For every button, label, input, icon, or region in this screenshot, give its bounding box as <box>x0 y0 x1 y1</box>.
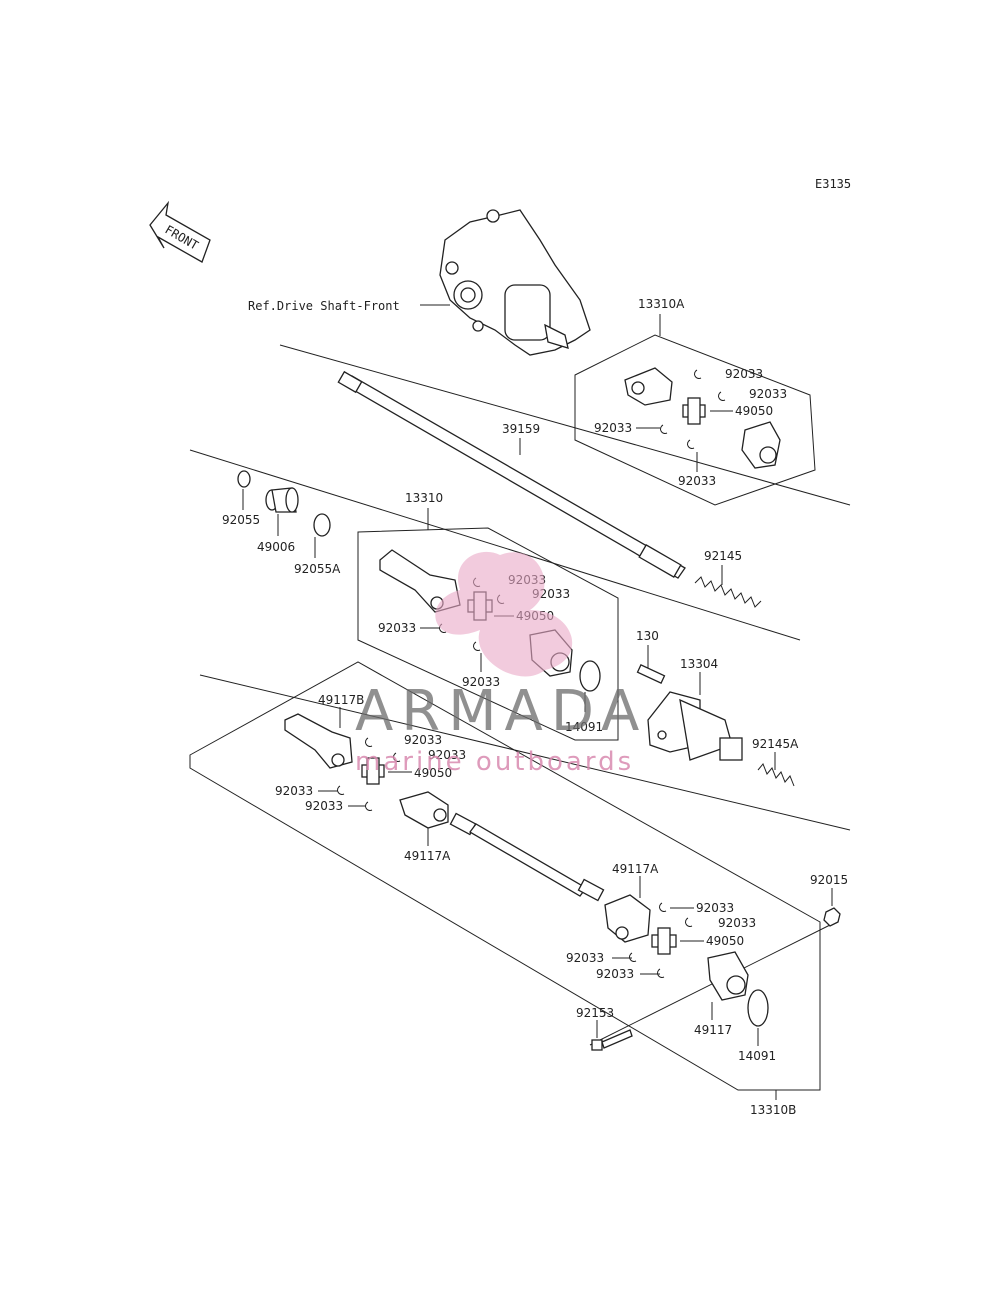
circlip-icon <box>657 968 665 978</box>
label-92033: 92033 <box>404 733 442 747</box>
label-92055A: 92055A <box>294 562 341 576</box>
o-ring-92055 <box>237 470 251 488</box>
cross-joint-49117B <box>361 757 385 785</box>
circlip-icon <box>718 391 726 401</box>
circlip-icon <box>337 785 345 795</box>
boot-49006 <box>265 487 299 513</box>
circlip-icon <box>473 641 481 651</box>
yoke-49117A-lower <box>604 894 651 943</box>
watermark-brand: ARMADA <box>355 679 647 744</box>
yoke-49117 <box>707 951 749 1001</box>
label-39159: 39159 <box>502 422 540 436</box>
label-92033: 92033 <box>566 951 604 965</box>
ref-drive-shaft-label: Ref.Drive Shaft-Front <box>248 299 400 313</box>
label-13310: 13310 <box>405 491 443 505</box>
nut-92015 <box>823 907 841 927</box>
label-92033: 92033 <box>725 367 763 381</box>
label-49050: 49050 <box>706 934 744 948</box>
label-13310B: 13310B <box>750 1103 796 1117</box>
watermark-tagline: marine outboards <box>355 747 634 777</box>
circlip-icon <box>629 952 637 962</box>
spring-92145A <box>757 763 795 787</box>
final-drive-case <box>439 209 591 356</box>
label-49117B: 49117B <box>318 693 364 707</box>
circlip-icon <box>365 801 373 811</box>
label-49117A: 49117A <box>404 849 451 863</box>
washer-14091-lower <box>747 989 769 1027</box>
circlip-icon <box>687 439 695 449</box>
label-92055: 92055 <box>222 513 260 527</box>
propeller-shaft <box>337 370 686 579</box>
diagram-code: E3135 <box>815 177 851 191</box>
group-box-13310A <box>574 334 816 506</box>
label-49117A: 49117A <box>612 862 659 876</box>
label-92033: 92033 <box>275 784 313 798</box>
label-92033: 92033 <box>718 916 756 930</box>
circlip-icon <box>660 424 668 434</box>
o-ring-92055A <box>313 513 331 537</box>
cross-joint-lower <box>651 927 677 955</box>
label-92033: 92033 <box>378 621 416 635</box>
label-92153: 92153 <box>576 1006 614 1020</box>
label-92033: 92033 <box>462 675 500 689</box>
cross-joint-13310A <box>682 397 706 425</box>
watermark: ARMADA marine outboards <box>355 551 647 777</box>
label-14091: 14091 <box>738 1049 776 1063</box>
circlip-icon <box>365 737 373 747</box>
inner-shaft <box>449 812 605 902</box>
label-49050: 49050 <box>735 404 773 418</box>
circlip-icon <box>659 902 667 912</box>
bolt-92153 <box>591 1029 633 1051</box>
label-130: 130 <box>636 629 659 643</box>
label-92033: 92033 <box>696 901 734 915</box>
label-49117: 49117 <box>694 1023 732 1037</box>
propeller-logo-icon <box>435 551 573 677</box>
label-92033: 92033 <box>428 748 466 762</box>
circlip-icon <box>694 369 702 379</box>
label-49006: 49006 <box>257 540 295 554</box>
label-92145: 92145 <box>704 549 742 563</box>
label-92033: 92033 <box>594 421 632 435</box>
label-92033: 92033 <box>678 474 716 488</box>
front-arrow-icon: FRONT <box>149 200 211 263</box>
yoke-13310A-upper <box>624 367 673 406</box>
yoke-49117B <box>284 713 353 769</box>
label-92033: 92033 <box>749 387 787 401</box>
washer-14091 <box>579 660 601 692</box>
yoke-49117A-upper <box>399 791 449 829</box>
bearing-housing-13304 <box>647 691 743 761</box>
label-92015: 92015 <box>810 873 848 887</box>
spring-92145 <box>694 576 762 608</box>
bolt-130 <box>636 664 666 684</box>
label-13310A: 13310A <box>638 297 685 311</box>
circlip-icon <box>393 752 401 762</box>
label-92145A: 92145A <box>752 737 799 751</box>
yoke-13310A-lower <box>741 421 781 469</box>
label-14091: 14091 <box>565 720 603 734</box>
circlip-icon <box>685 917 693 927</box>
label-92033: 92033 <box>596 967 634 981</box>
group-box-13310 <box>357 527 619 741</box>
label-13304: 13304 <box>680 657 718 671</box>
label-92033: 92033 <box>305 799 343 813</box>
label-49050: 49050 <box>414 766 452 780</box>
